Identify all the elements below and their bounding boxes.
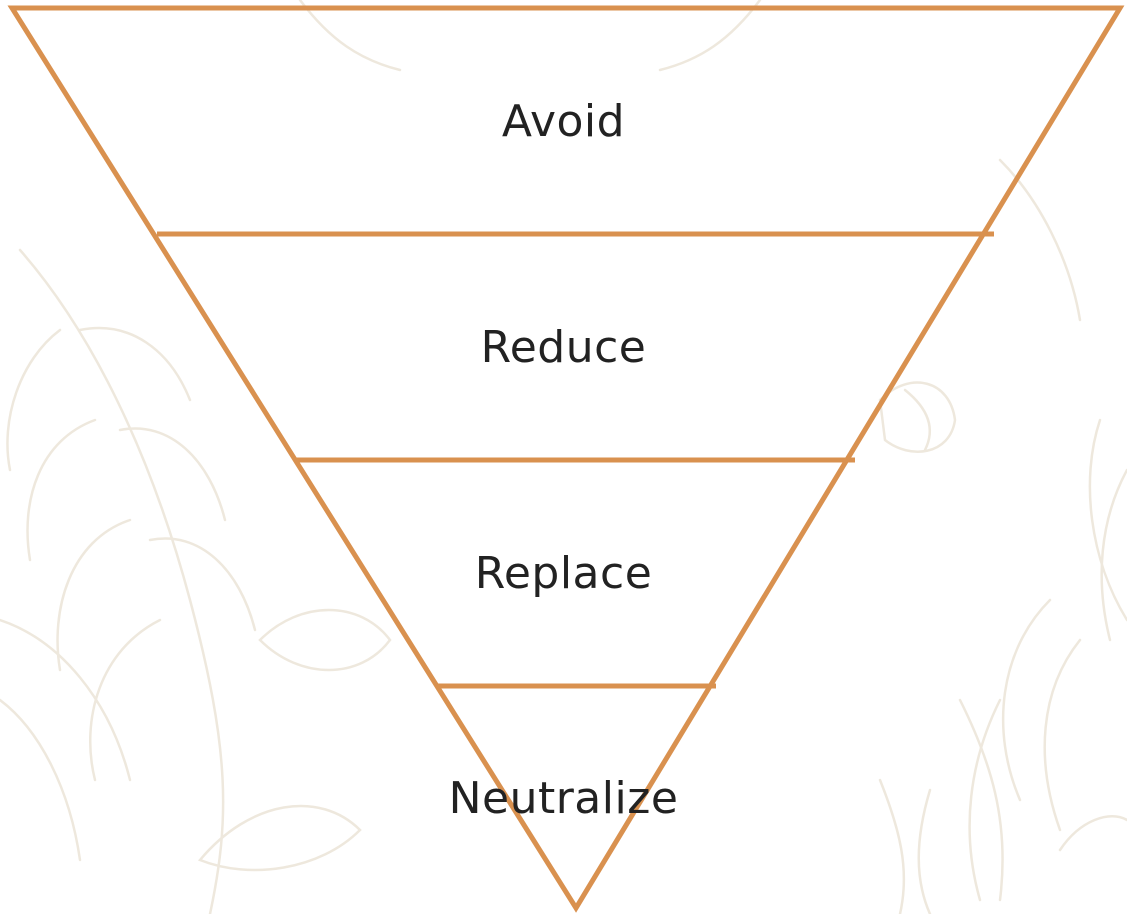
tier-label-replace: Replace — [474, 548, 653, 599]
tier-label-reduce: Reduce — [480, 322, 647, 373]
tier-label-avoid: Avoid — [501, 96, 626, 147]
tier-label-neutralize: Neutralize — [448, 773, 679, 824]
